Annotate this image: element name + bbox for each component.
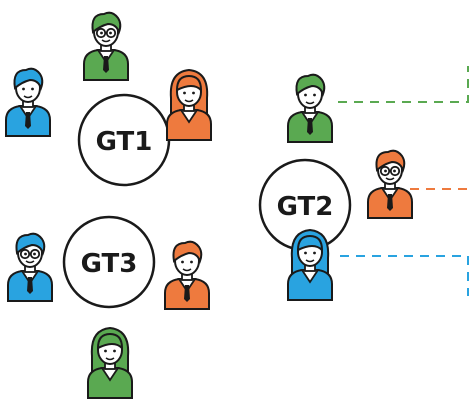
dashed-connector-green <box>338 66 469 103</box>
man-icon <box>287 73 333 143</box>
group-node-gt2: GT2 <box>258 158 352 252</box>
group-label-gt1: GT1 <box>96 127 153 157</box>
man-with-glasses-icon <box>83 11 129 81</box>
man-icon <box>164 240 210 310</box>
man-icon <box>5 67 51 137</box>
people-layer <box>5 11 413 399</box>
man-with-glasses-icon <box>7 232 53 302</box>
woman-icon <box>287 228 333 301</box>
group-node-gt1: GT1 <box>77 93 171 187</box>
woman-icon <box>87 326 133 399</box>
woman-icon <box>166 68 212 141</box>
dashed-connector-blue <box>340 255 469 296</box>
group-label-gt2: GT2 <box>277 192 334 222</box>
man-with-glasses-icon <box>367 149 413 219</box>
group-node-gt3: GT3 <box>62 215 156 309</box>
group-label-gt3: GT3 <box>81 249 138 279</box>
